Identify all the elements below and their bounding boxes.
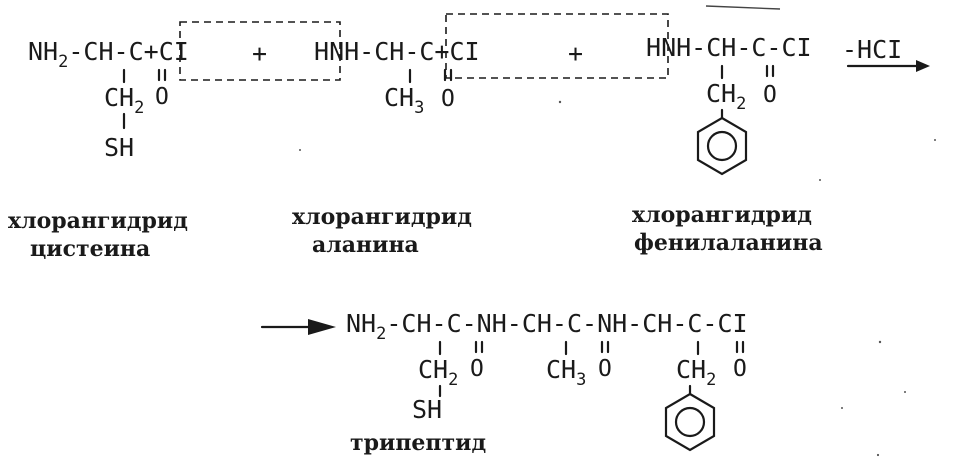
reactant-3-side-chain: CH2 [706, 79, 746, 114]
product-carbonyl-o-1: O [470, 356, 484, 382]
stray-mark [705, 5, 781, 10]
reactant-1-name-line1: хлорангидрид [8, 208, 188, 234]
plus-sign-2: + [568, 39, 583, 68]
product-side-1: CH2 [418, 355, 458, 390]
condensation-box-2 [445, 13, 669, 79]
svg-text:-HCI: -HCI [842, 35, 902, 64]
product-side-3: CH2 [676, 355, 716, 390]
product-tripeptide: NH2-CH-C-NH-CH-C-NH-CH-C-CI CH2 SH O CH3… [346, 309, 748, 452]
reactant-phenylalanine-chloride: HNH-CH-C-CI O CH2 [646, 33, 812, 176]
phenyl-ring-icon [696, 116, 748, 176]
reactant-2-name-line1: хлорангидрид [292, 204, 472, 230]
reactant-1-name-line2: цистеина [30, 236, 150, 262]
product-carbonyl-o-3: O [733, 356, 747, 382]
product-side-1-group: SH [412, 395, 442, 424]
product-side-2: CH3 [546, 355, 586, 390]
reactant-2-formula: HNH-CH-C+CI [314, 37, 480, 66]
condensation-box-1 [179, 21, 341, 81]
reactant-alanine-chloride: HNH-CH-C+CI O CH3 [314, 37, 480, 118]
reactant-3-name-line1: хлорангидрид [632, 202, 812, 228]
reactant-2-side-chain: CH3 [384, 83, 424, 118]
product-carbonyl-o-2: O [598, 356, 612, 382]
plus-sign-1: + [252, 39, 267, 68]
reactant-2-name-line2: аланина [312, 232, 419, 258]
reactant-cysteine-chloride: NH2-CH-C+CI O CH2 SH [28, 37, 189, 162]
right-arrow-icon [260, 319, 336, 335]
scan-specks [299, 100, 936, 457]
reactant-2-carbonyl-o: O [441, 86, 455, 112]
reactant-3-carbonyl-o: O [763, 82, 777, 108]
reactant-1-carbonyl-o: O [155, 84, 169, 110]
reactant-3-name-line2: фенилаланина [634, 230, 823, 256]
reactant-1-side-group: SH [104, 133, 134, 162]
byproduct-hcl: -HCI [842, 35, 930, 72]
reactant-1-side-chain: CH2 [104, 83, 144, 118]
phenyl-ring-icon [664, 392, 716, 452]
product-name: трипептид [350, 430, 486, 456]
reactant-1-formula: NH2-CH-C+CI [28, 37, 189, 72]
reactant-3-formula: HNH-CH-C-CI [646, 33, 812, 62]
product-formula: NH2-CH-C-NH-CH-C-NH-CH-C-CI [346, 309, 748, 344]
